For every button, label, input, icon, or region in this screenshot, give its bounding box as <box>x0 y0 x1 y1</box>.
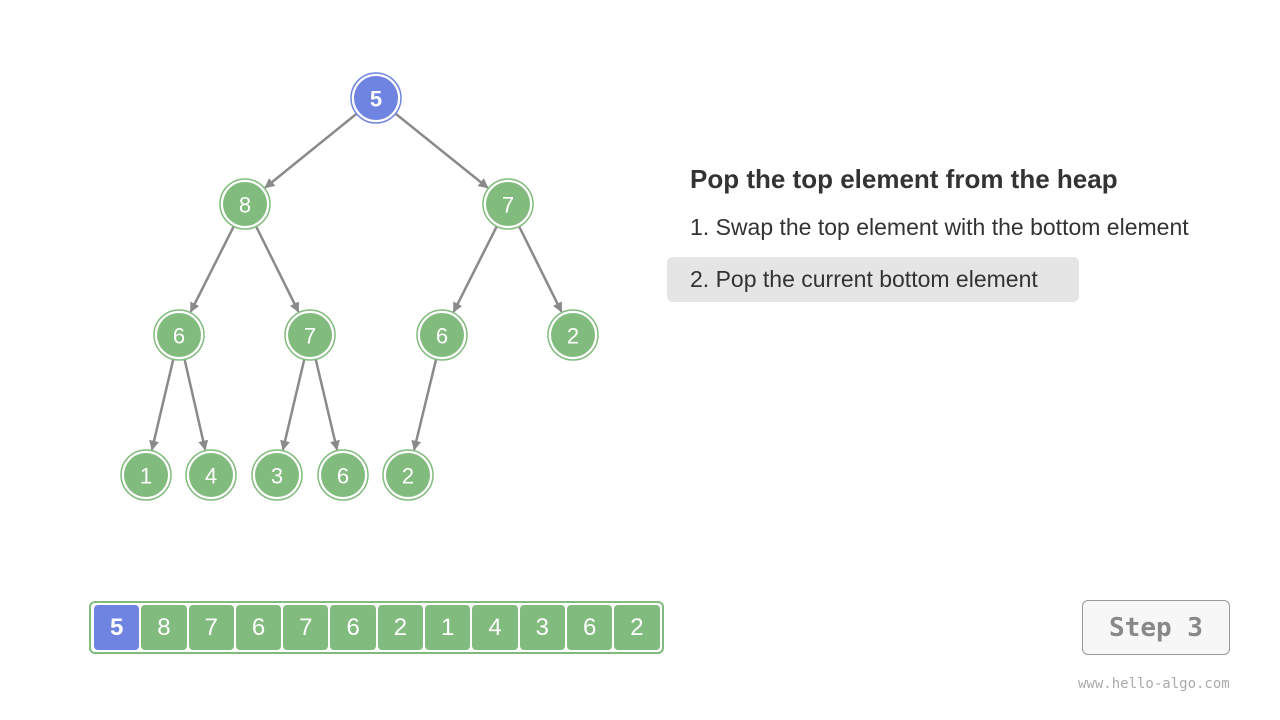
tree-edge-2-6 <box>517 224 563 313</box>
tree-node-value: 2 <box>402 464 414 489</box>
tree-node-circle <box>551 313 595 357</box>
tree-node-value: 7 <box>502 193 514 218</box>
tree-node-circle <box>486 182 530 226</box>
tree-node-value: 7 <box>304 324 316 349</box>
array-cell-0: 5 <box>94 605 140 650</box>
array-cell-1: 8 <box>141 605 187 650</box>
tree-node-2: 7 <box>482 178 534 230</box>
tree-node-9: 3 <box>251 449 303 501</box>
array-cell-5: 6 <box>330 605 376 650</box>
tree-edge-5-11 <box>411 358 438 451</box>
tree-node-circle <box>189 453 233 497</box>
step-pop-text-active: 2. Pop the current bottom element <box>667 257 1079 302</box>
array-cell-3: 6 <box>235 605 282 650</box>
tree-node-3: 6 <box>153 309 205 361</box>
tree-node-value: 5 <box>370 87 382 112</box>
tree-node-0: 5 <box>350 72 402 124</box>
tree-node-value: 3 <box>271 464 283 489</box>
array-cell-11: 2 <box>614 605 660 650</box>
tree-node-10: 6 <box>317 449 369 501</box>
tree-edge-1-4 <box>254 224 300 313</box>
footer-url: www.hello-algo.com <box>1078 676 1230 692</box>
array-cell-6: 2 <box>377 605 424 650</box>
tree-node-6: 2 <box>547 309 599 361</box>
tree-node-circle <box>255 453 299 497</box>
tree-edge-0-1 <box>264 112 359 189</box>
tree-node-value: 6 <box>173 324 185 349</box>
tree-edge-0-2 <box>393 112 489 189</box>
tree-node-circle <box>223 182 267 226</box>
tree-node-circle <box>354 76 398 120</box>
tree-node-value: 1 <box>140 464 152 489</box>
tree-node-circle <box>321 453 365 497</box>
tree-edge-3-8 <box>183 358 209 451</box>
tree-edge-3-7 <box>149 358 175 451</box>
step-indicator: Step 3 <box>1082 600 1230 655</box>
tree-node-8: 4 <box>185 449 237 501</box>
tree-node-circle <box>386 453 430 497</box>
tree-node-1: 8 <box>219 178 271 230</box>
tree-node-11: 2 <box>382 449 434 501</box>
tree-node-5: 6 <box>416 309 468 361</box>
array-cell-2: 7 <box>188 605 234 650</box>
tree-node-value: 4 <box>205 464 217 489</box>
tree-node-4: 7 <box>284 309 336 361</box>
step-swap-text: 1. Swap the top element with the bottom … <box>690 214 1189 240</box>
array-cell-8: 4 <box>472 605 518 650</box>
array-cell-9: 3 <box>519 605 565 650</box>
array-cell-10: 6 <box>566 605 613 650</box>
tree-node-value: 8 <box>239 193 251 218</box>
tree-node-value: 6 <box>436 324 448 349</box>
tree-edge-4-9 <box>280 358 306 451</box>
tree-edge-4-10 <box>314 358 340 451</box>
tree-node-value: 2 <box>567 324 579 349</box>
explanation-title: Pop the top element from the heap <box>690 164 1118 194</box>
tree-node-circle <box>420 313 464 357</box>
tree-node-circle <box>288 313 332 357</box>
array-cell-4: 7 <box>283 605 329 650</box>
tree-node-circle <box>124 453 168 497</box>
tree-node-circle <box>157 313 201 357</box>
tree-node-7: 1 <box>120 449 172 501</box>
tree-edge-1-3 <box>189 224 236 313</box>
tree-edge-2-5 <box>452 224 499 313</box>
heap-array-frame <box>89 601 664 654</box>
tree-node-value: 6 <box>337 464 349 489</box>
array-cell-7: 1 <box>425 605 471 650</box>
